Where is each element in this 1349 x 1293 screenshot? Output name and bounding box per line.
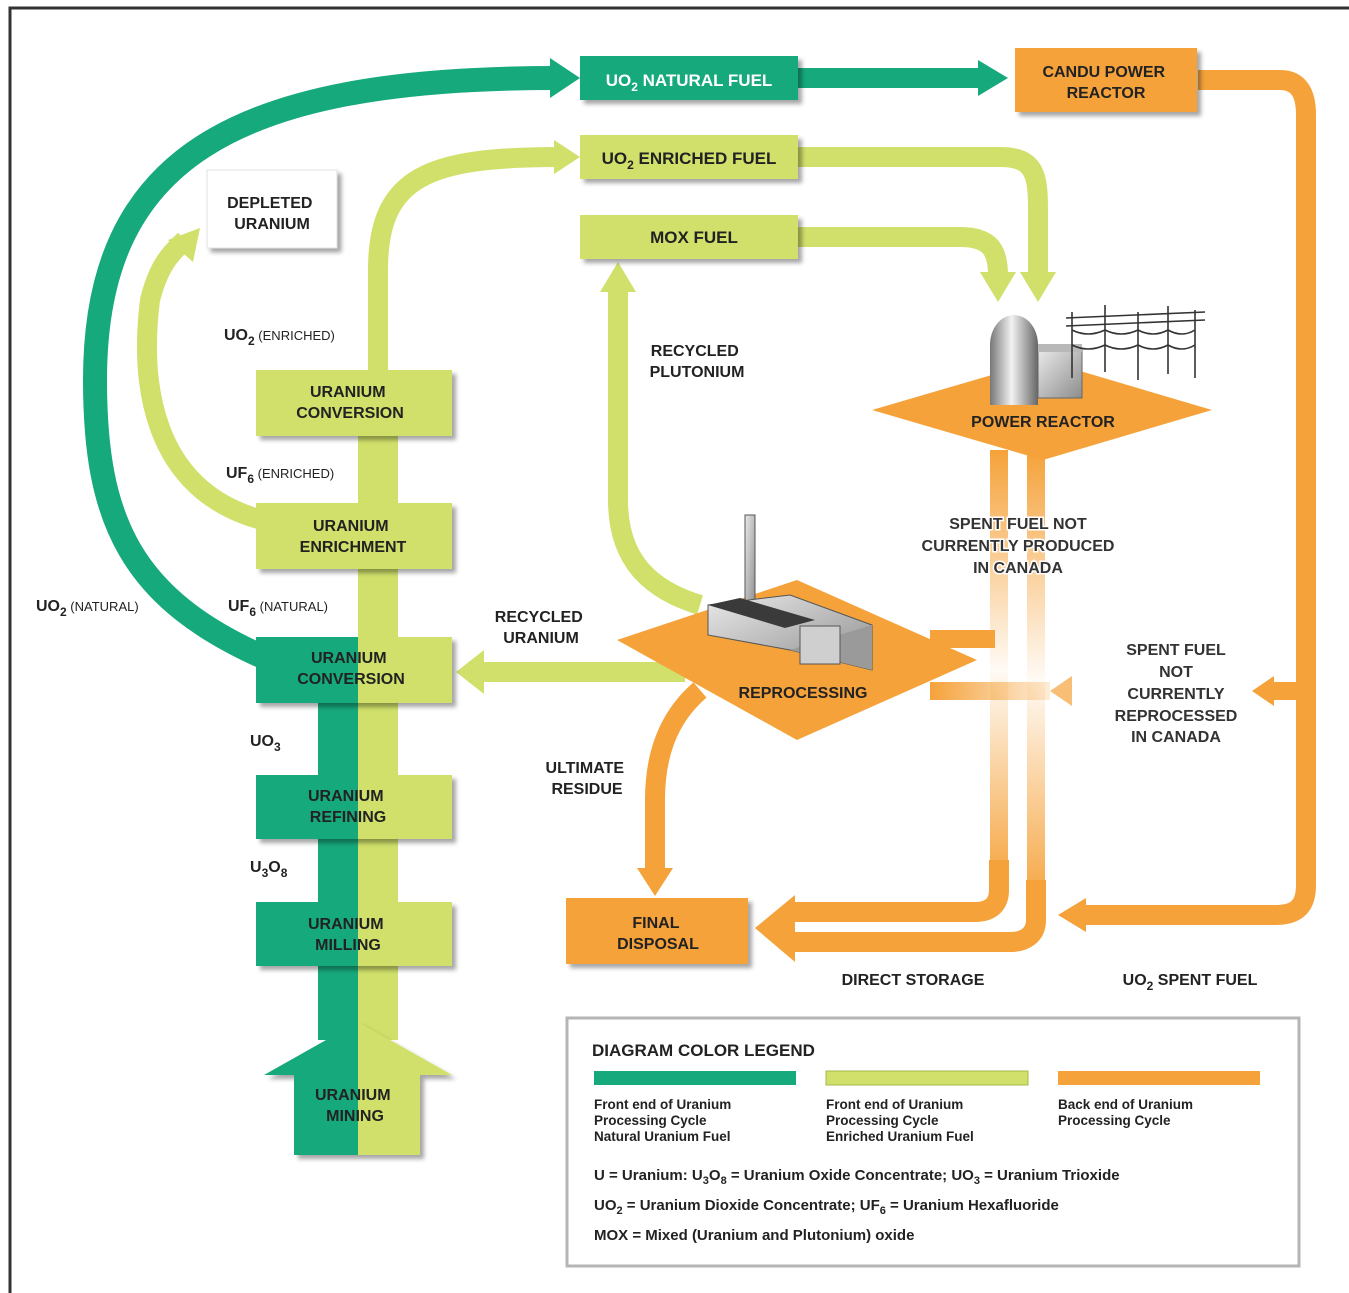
reprocessing-inflow <box>930 682 1050 700</box>
plutonium-arrowhead <box>600 262 636 292</box>
legend-definition-1: U = Uranium: U3O8 = Uranium Oxide Concen… <box>594 1167 1120 1187</box>
svg-text:IN CANADA: IN CANADA <box>1131 729 1221 746</box>
uo2-natural-label: UO2 (NATURAL) <box>36 598 139 619</box>
legend-swatch-natural <box>594 1071 796 1085</box>
conversion-bottom-label: URANIUM CONVERSION <box>297 650 405 688</box>
final-disposal-label: FINAL DISPOSAL <box>617 915 699 953</box>
candu-spent-loop <box>1080 70 1316 925</box>
mining-label: URANIUM MINING <box>315 1087 395 1125</box>
reprocessing-plant-icon <box>707 514 873 671</box>
legend-item-backend: Back end of Uranium Processing Cycle <box>1058 1097 1197 1128</box>
natural-to-candu-arrowhead <box>978 60 1008 96</box>
legend-item-natural: Front end of Uranium Processing Cycle Na… <box>594 1097 735 1144</box>
milling-label: URANIUM MILLING <box>308 916 388 954</box>
storage-flow-1 <box>790 860 1009 922</box>
direct-storage-arrowhead <box>755 895 795 962</box>
enriched-arc <box>368 147 561 372</box>
mox-fuel-box <box>580 215 798 259</box>
enriched-to-reactor-arrowhead <box>1020 272 1056 302</box>
final-disposal-box <box>566 898 748 964</box>
enriched-fuel-label: UO2 ENRICHED FUEL <box>602 149 777 172</box>
svg-text:IN CANADA: IN CANADA <box>973 560 1063 577</box>
candu-to-reprocessing-stub <box>1270 682 1306 700</box>
enriched-arc-arrowhead <box>554 140 580 174</box>
uf6-natural-label: UF6 (NATURAL) <box>228 598 328 619</box>
uo2-enriched-label: UO2 (ENRICHED) <box>224 327 335 348</box>
legend-swatch-backend <box>1058 1071 1260 1085</box>
conversion-top-box <box>256 370 452 436</box>
power-reactor-diamond <box>872 360 1212 460</box>
svg-text:SPENT FUEL NOT: SPENT FUEL NOT <box>949 516 1087 533</box>
recycled-uranium-flow <box>480 662 685 682</box>
milling-box <box>256 902 452 966</box>
candu-label: CANDU POWER REACTOR <box>1042 64 1169 102</box>
natural-arc-arrowhead <box>550 58 580 98</box>
legend-box <box>565 1016 1301 1268</box>
spent-stream-1 <box>990 450 1008 890</box>
enrichment-box <box>256 503 452 569</box>
legend-title: DIAGRAM COLOR LEGEND <box>592 1041 815 1060</box>
natural-fuel-box <box>580 56 798 100</box>
reprocessing-inflow-arrowhead <box>1050 676 1072 706</box>
svg-text:REPROCESSED: REPROCESSED <box>1115 708 1238 725</box>
plutonium-arc <box>608 290 704 615</box>
residue-arrowhead <box>637 868 673 896</box>
svg-text:SPENT FUEL: SPENT FUEL <box>1126 642 1226 659</box>
reactor-to-reprocessing <box>930 630 995 648</box>
ultimate-residue-label: ULTIMATE RESIDUE <box>546 760 629 798</box>
conversion-top-label: URANIUM CONVERSION <box>296 384 404 422</box>
transmission-lines-icon <box>1065 305 1206 380</box>
legend-item-enriched: Front end of Uranium Processing Cycle En… <box>826 1097 974 1144</box>
natural-fuel-label: UO2 NATURAL FUEL <box>606 71 773 94</box>
depleted-arrowhead <box>168 228 200 262</box>
spent-fuel-not-produced-label: SPENT FUEL NOT CURRENTLY PRODUCED IN CAN… <box>920 515 1116 579</box>
reprocessing-label: REPROCESSING <box>739 685 868 702</box>
legend-definition-3: MOX = Mixed (Uranium and Plutonium) oxid… <box>594 1227 914 1244</box>
mox-to-reactor-arrowhead <box>980 272 1016 302</box>
svg-text:CURRENTLY: CURRENTLY <box>1127 686 1225 703</box>
enrichment-label: URANIUM ENRICHMENT <box>300 518 407 556</box>
mining-arrow <box>264 1022 452 1155</box>
enriched-to-reactor <box>798 147 1048 275</box>
conversion-bottom-box <box>256 637 452 703</box>
spent-fuel-not-reprocessed-label: SPENT FUEL NOT CURRENTLY REPROCESSED IN … <box>1113 641 1239 748</box>
spent-stream-2 <box>1027 450 1045 910</box>
enriched-fuel-box <box>580 135 798 179</box>
refining-label: URANIUM REFINING <box>308 788 388 826</box>
uf6-enriched-label: UF6 (ENRICHED) <box>226 465 334 486</box>
uo3-label: UO3 <box>250 733 281 754</box>
svg-text:NOT: NOT <box>1159 664 1193 681</box>
direct-storage-label: DIRECT STORAGE <box>842 972 985 989</box>
legend-swatch-enriched <box>825 1070 1029 1086</box>
svg-text:CURRENTLY PRODUCED: CURRENTLY PRODUCED <box>922 538 1115 555</box>
mox-to-reactor <box>798 227 1008 276</box>
natural-arc <box>82 66 556 672</box>
legend-definition-2: UO2 = Uranium Dioxide Concentrate; UF6 =… <box>594 1197 1059 1217</box>
depleted-uranium-box <box>206 169 338 249</box>
storage-flow-2 <box>790 880 1046 952</box>
outer-frame <box>8 6 1349 1293</box>
u3o8-label: U3O8 <box>250 859 288 880</box>
reprocessing-diamond <box>617 580 977 740</box>
natural-to-candu <box>798 68 978 88</box>
mox-fuel-label: MOX FUEL <box>650 228 738 247</box>
recycled-uranium-label: RECYCLED URANIUM <box>495 609 587 647</box>
recycled-uranium-arrowhead <box>456 650 484 694</box>
reactor-icon <box>990 315 1083 405</box>
natural-stream <box>318 700 358 1040</box>
residue-arc <box>645 682 707 870</box>
candu-to-reprocessing-arrowhead <box>1252 676 1274 706</box>
uo2-spent-fuel-label: UO2 SPENT FUEL <box>1123 972 1258 993</box>
power-reactor-label: POWER REACTOR <box>971 414 1115 431</box>
candu-spent-arrowhead <box>1058 898 1086 932</box>
candu-box <box>1015 48 1197 112</box>
depleted-arc <box>137 232 265 530</box>
recycled-plutonium-label: RECYCLED PLUTONIUM <box>650 343 745 381</box>
depleted-uranium-label: DEPLETED URANIUM <box>227 195 317 233</box>
refining-box <box>256 775 452 839</box>
